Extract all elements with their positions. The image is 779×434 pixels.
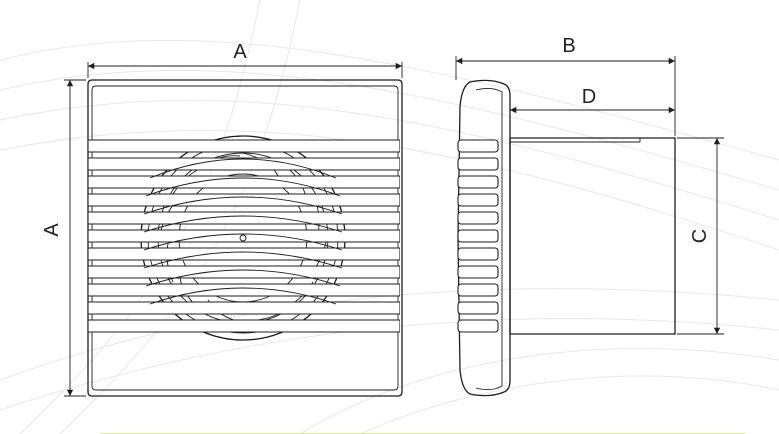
grille-waves xyxy=(143,158,343,305)
side-grille-slats xyxy=(457,139,499,333)
label-a-top: A xyxy=(233,41,247,63)
dimension-a-vertical: A xyxy=(41,79,86,397)
front-cover-inner xyxy=(91,85,399,391)
front-view xyxy=(87,79,403,397)
front-grille xyxy=(88,139,400,333)
front-cover-outline xyxy=(87,79,403,397)
side-cover-profile xyxy=(457,79,511,397)
label-b: B xyxy=(562,35,575,57)
fan-center xyxy=(239,234,247,242)
side-view xyxy=(457,79,676,397)
dimension-d: D xyxy=(509,86,675,136)
dimension-a-horizontal: A xyxy=(87,41,403,78)
dimension-c: C xyxy=(677,137,724,335)
side-cover-inner xyxy=(475,87,503,391)
duct-body xyxy=(509,137,676,335)
label-d: D xyxy=(582,86,596,108)
dimension-b: B xyxy=(455,35,676,136)
label-c: C xyxy=(689,229,711,243)
label-a-left: A xyxy=(41,223,63,237)
